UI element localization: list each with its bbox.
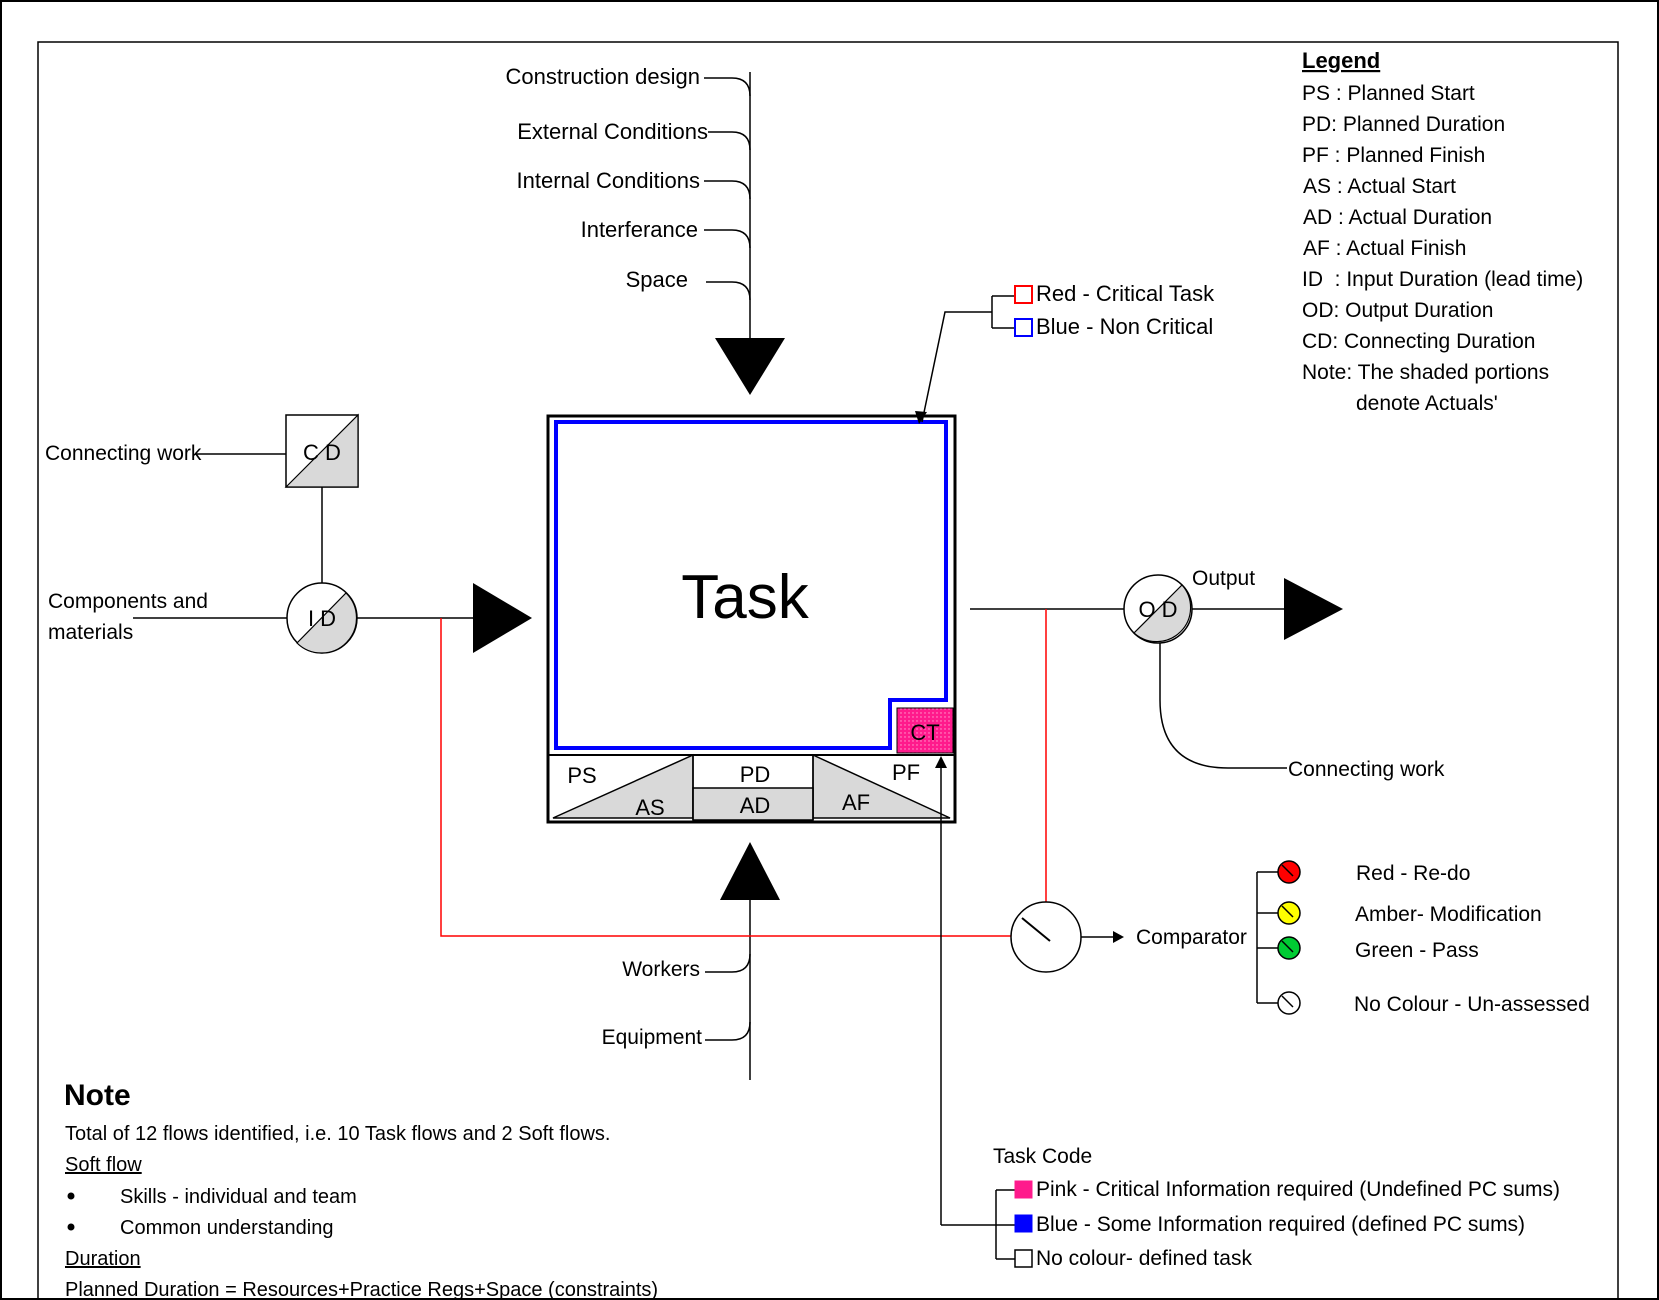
red-critical-square-icon <box>1014 285 1033 304</box>
pd-label: PD <box>740 762 771 787</box>
legend-item-od: OD: Output Duration <box>1302 299 1493 322</box>
task-box: CT Task PS AS PD AD PF AF <box>546 414 957 824</box>
soft-flow-bullet-1: Skills - individual and team <box>120 1186 357 1208</box>
output-arrow-icon <box>1284 578 1343 640</box>
legend-item-ad: AD : Actual Duration <box>1303 206 1492 229</box>
task-code-label: CT <box>910 720 939 745</box>
connecting-work-left-label: Connecting work <box>45 442 202 465</box>
components-label-line1: Components and <box>48 590 208 613</box>
pf-label: PF <box>892 760 920 785</box>
right-outputs: O D Output Connecting work <box>970 567 1445 781</box>
pink-code-square-icon <box>1014 1180 1033 1199</box>
ps-label: PS <box>567 763 596 788</box>
duration-heading: Duration <box>65 1248 141 1270</box>
af-label: AF <box>842 790 870 815</box>
legend-note-line2: denote Actuals' <box>1356 392 1498 415</box>
legend-item-ps: PS : Planned Start <box>1302 82 1475 105</box>
note-title: Note <box>64 1079 131 1112</box>
feedback-lines <box>440 609 1047 937</box>
legend-title: Legend <box>1302 48 1380 73</box>
left-inputs: Connecting work C D Components and mater… <box>45 413 532 654</box>
comparator-lights <box>1277 860 1301 1015</box>
task-code-none-label: No colour- defined task <box>1036 1247 1252 1270</box>
comparator-state-amber: Amber- Modification <box>1355 903 1542 926</box>
comparator-label: Comparator <box>1136 926 1247 949</box>
bullet-icon <box>67 1192 75 1200</box>
top-inputs: Construction design External Conditions … <box>506 64 785 395</box>
task-code-pink-label: Pink - Critical Information required (Un… <box>1036 1178 1560 1201</box>
comparator-state-none: No Colour - Un-assessed <box>1354 993 1590 1016</box>
legend-item-as: AS : Actual Start <box>1303 175 1456 198</box>
blue-noncritical-square-icon <box>1014 318 1033 337</box>
duration-formula: Planned Duration = Resources+Practice Re… <box>65 1279 658 1300</box>
task-code-pink-cell <box>896 707 954 754</box>
id-label: I D <box>308 606 336 631</box>
comparator: Comparator Red - Re-do Amber- Modificati… <box>1010 860 1590 1016</box>
border-key-red-label: Red - Critical Task <box>1036 281 1215 306</box>
bullet-icon <box>67 1223 75 1231</box>
light-needle <box>1281 940 1294 953</box>
legend-item-pf: PF : Planned Finish <box>1302 144 1485 167</box>
note-line1: Total of 12 flows identified, i.e. 10 Ta… <box>65 1123 610 1145</box>
soft-flow-heading: Soft flow <box>65 1154 142 1176</box>
light-needle <box>1281 905 1294 918</box>
comparator-state-redo: Red - Re-do <box>1356 862 1470 885</box>
input-label-interferance: Interferance <box>581 217 698 242</box>
legend-item-af: AF : Actual Finish <box>1303 237 1466 260</box>
connecting-work-right-label: Connecting work <box>1288 758 1445 781</box>
task-code-blue-label: Blue - Some Information required (define… <box>1036 1213 1525 1236</box>
as-label: AS <box>635 795 664 820</box>
workers-label: Workers <box>622 958 700 981</box>
input-label-external-conditions: External Conditions <box>517 119 708 144</box>
border-key: Red - Critical Task Blue - Non Critical <box>915 281 1215 424</box>
top-input-arrow-icon <box>715 338 785 395</box>
od-label: O D <box>1138 597 1177 622</box>
note-section: Note Total of 12 flows identified, i.e. … <box>64 1079 658 1300</box>
legend-item-id: ID : Input Duration (lead time) <box>1302 268 1583 291</box>
task-code-title: Task Code <box>993 1145 1092 1168</box>
border-key-blue-label: Blue - Non Critical <box>1036 314 1213 339</box>
bottom-inputs: Workers Equipment <box>602 842 780 1080</box>
legend-item-pd: PD: Planned Duration <box>1302 113 1505 136</box>
legend-item-cd: CD: Connecting Duration <box>1302 330 1535 353</box>
task-border-blue <box>554 420 948 750</box>
components-label-line2: materials <box>48 621 133 644</box>
input-label-construction-design: Construction design <box>506 64 700 89</box>
input-arrow-icon <box>473 583 532 653</box>
task-code-key: Task Code Pink - Critical Information re… <box>935 756 1560 1270</box>
soft-flow-bullet-2: Common understanding <box>120 1217 333 1239</box>
comparator-state-green: Green - Pass <box>1355 939 1479 962</box>
inner-frame <box>37 41 1619 1300</box>
input-label-space: Space <box>626 267 688 292</box>
legend: Legend PS : Planned Start PD: Planned Du… <box>1302 48 1583 415</box>
id-circle: I D <box>286 582 358 654</box>
light-needle <box>1281 864 1294 877</box>
task-title: Task <box>681 563 809 632</box>
output-label: Output <box>1192 567 1255 590</box>
nocolour-code-square-icon <box>1014 1249 1033 1268</box>
bottom-input-arrow-icon <box>720 842 780 900</box>
od-circle: O D <box>1123 574 1193 644</box>
cd-label: C D <box>303 440 341 465</box>
blue-code-square-icon <box>1014 1214 1033 1233</box>
light-needle <box>1281 995 1294 1008</box>
input-label-internal-conditions: Internal Conditions <box>517 168 700 193</box>
legend-note-line1: Note: The shaded portions <box>1302 361 1549 384</box>
ad-label: AD <box>740 793 771 818</box>
equipment-label: Equipment <box>602 1026 703 1049</box>
